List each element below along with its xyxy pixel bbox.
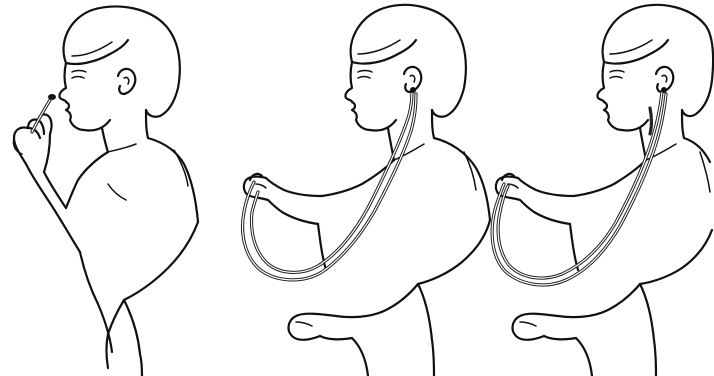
panel-3-person [496,5,713,376]
panel-1-person [13,7,198,376]
panel-2-person [244,5,490,376]
tube-ear-icon [661,87,667,93]
tube-ear-icon [410,87,416,93]
tube-tip-icon [48,94,56,100]
panel-3-tube [492,87,667,285]
panel-2-tube [243,87,416,280]
